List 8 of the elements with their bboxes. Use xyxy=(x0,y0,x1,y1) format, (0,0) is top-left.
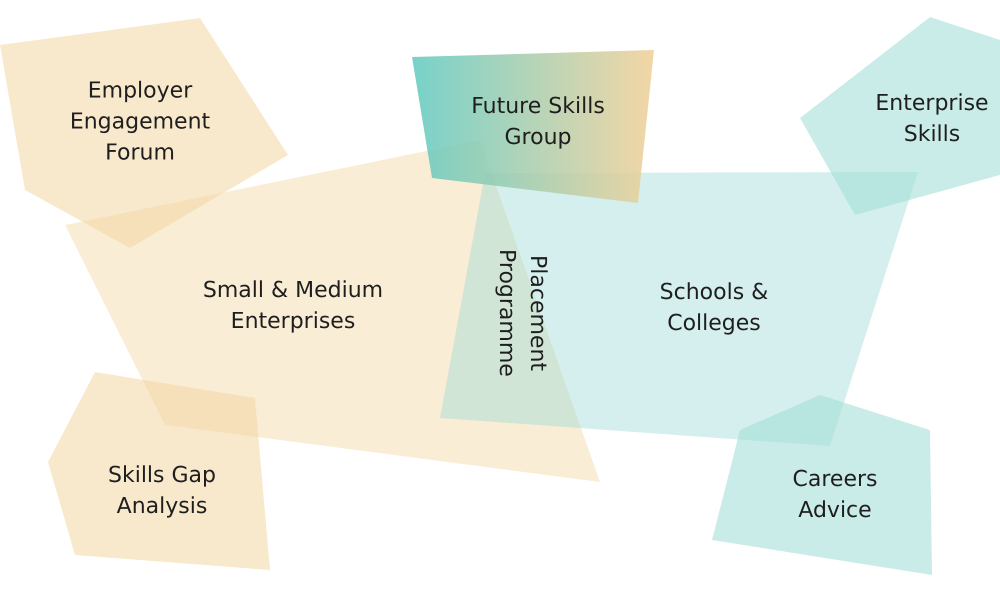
shape-label: Employer Engagement Forum xyxy=(68,78,212,168)
shape-label: Careers Advice xyxy=(792,466,878,525)
shape-label: Enterprise Skills xyxy=(874,90,990,149)
shape-label: Future Skills Group xyxy=(470,93,606,152)
shape-label: Small & Medium Enterprises xyxy=(202,277,384,336)
shape-label: Schools & Colleges xyxy=(658,279,770,338)
shape-label: Skills Gap Analysis xyxy=(107,462,217,521)
shape-label: Placement Programme xyxy=(493,248,551,379)
